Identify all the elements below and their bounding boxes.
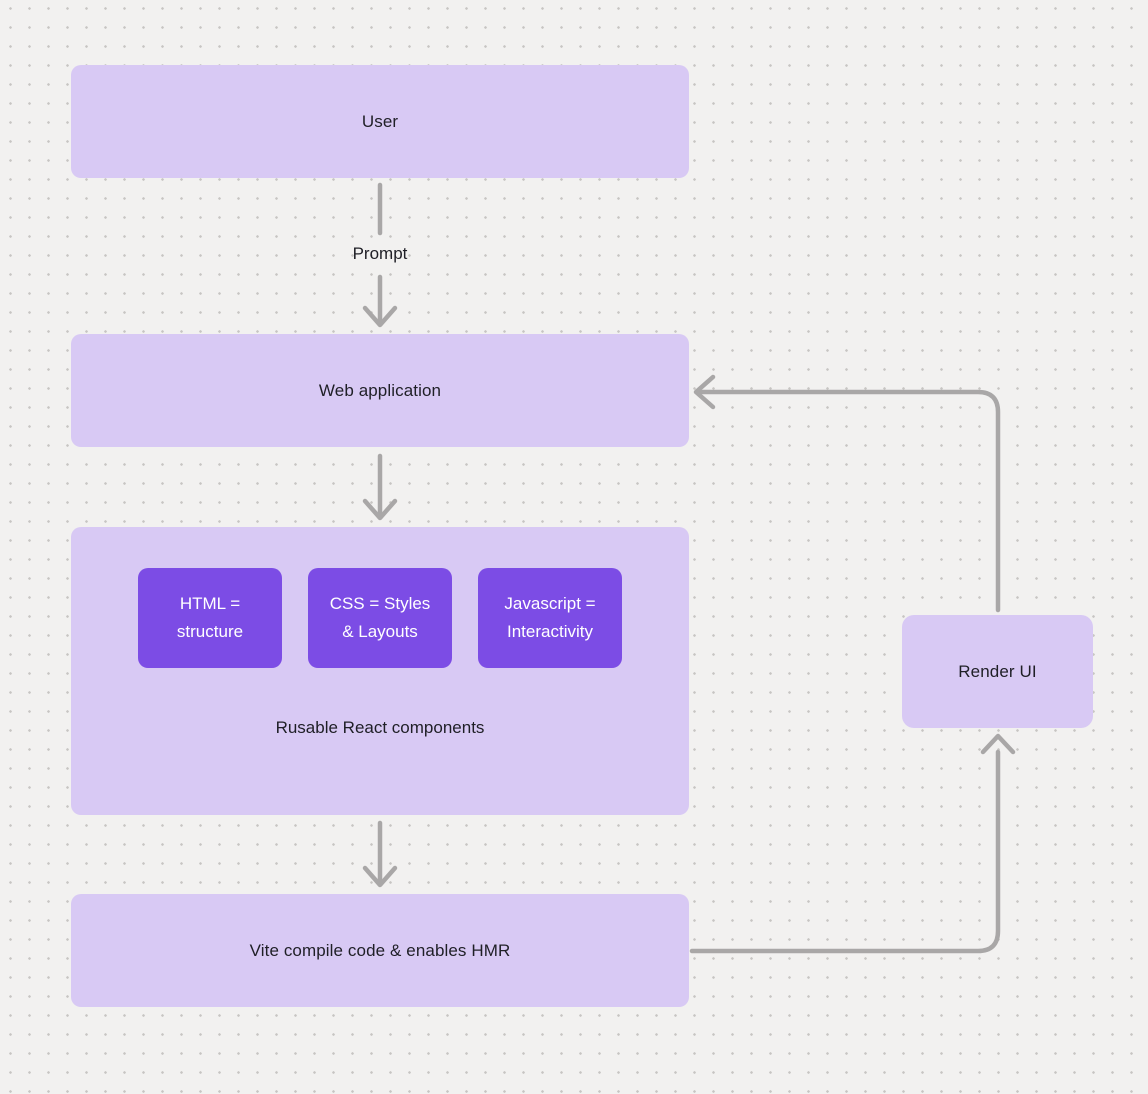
- node-javascript-line2: Interactivity: [507, 622, 593, 641]
- node-user[interactable]: User: [71, 65, 689, 178]
- edge-segment: [689, 749, 1001, 954]
- node-user-label: User: [361, 111, 399, 131]
- node-vite-label: Vite compile code & enables HMR: [249, 940, 511, 960]
- node-html-line2: structure: [176, 622, 244, 641]
- edge-vite-to-render: [689, 733, 1016, 954]
- node-javascript[interactable]: Javascript = Interactivity: [478, 568, 622, 668]
- node-web-application[interactable]: Web application: [71, 334, 689, 447]
- node-css-line1: CSS = Styles: [329, 594, 431, 613]
- arrowhead-down-icon: [362, 305, 398, 328]
- arrowhead-left-icon: [693, 374, 716, 410]
- edge-webapp-to-components: [362, 453, 398, 521]
- node-css-line2: & Layouts: [342, 622, 418, 641]
- edge-components-to-vite: [362, 820, 398, 888]
- edge-label-prompt: Prompt: [352, 244, 408, 263]
- edge-segment: [698, 389, 1001, 613]
- node-vite[interactable]: Vite compile code & enables HMR: [71, 894, 689, 1007]
- node-render-ui[interactable]: Render UI: [902, 615, 1093, 728]
- node-javascript-line1: Javascript =: [504, 594, 596, 613]
- arrowhead-up-icon: [980, 733, 1016, 755]
- node-css[interactable]: CSS = Styles & Layouts: [308, 568, 452, 668]
- arrowhead-down-icon: [362, 865, 398, 888]
- arrowhead-down-icon: [362, 498, 398, 521]
- node-html[interactable]: HTML = structure: [138, 568, 282, 668]
- node-html-line1: HTML =: [179, 594, 241, 613]
- edge-render-to-webapp: [693, 374, 1001, 613]
- node-render-ui-label: Render UI: [958, 661, 1037, 681]
- node-web-application-label: Web application: [318, 380, 442, 400]
- components-group-caption: Rusable React components: [275, 718, 485, 737]
